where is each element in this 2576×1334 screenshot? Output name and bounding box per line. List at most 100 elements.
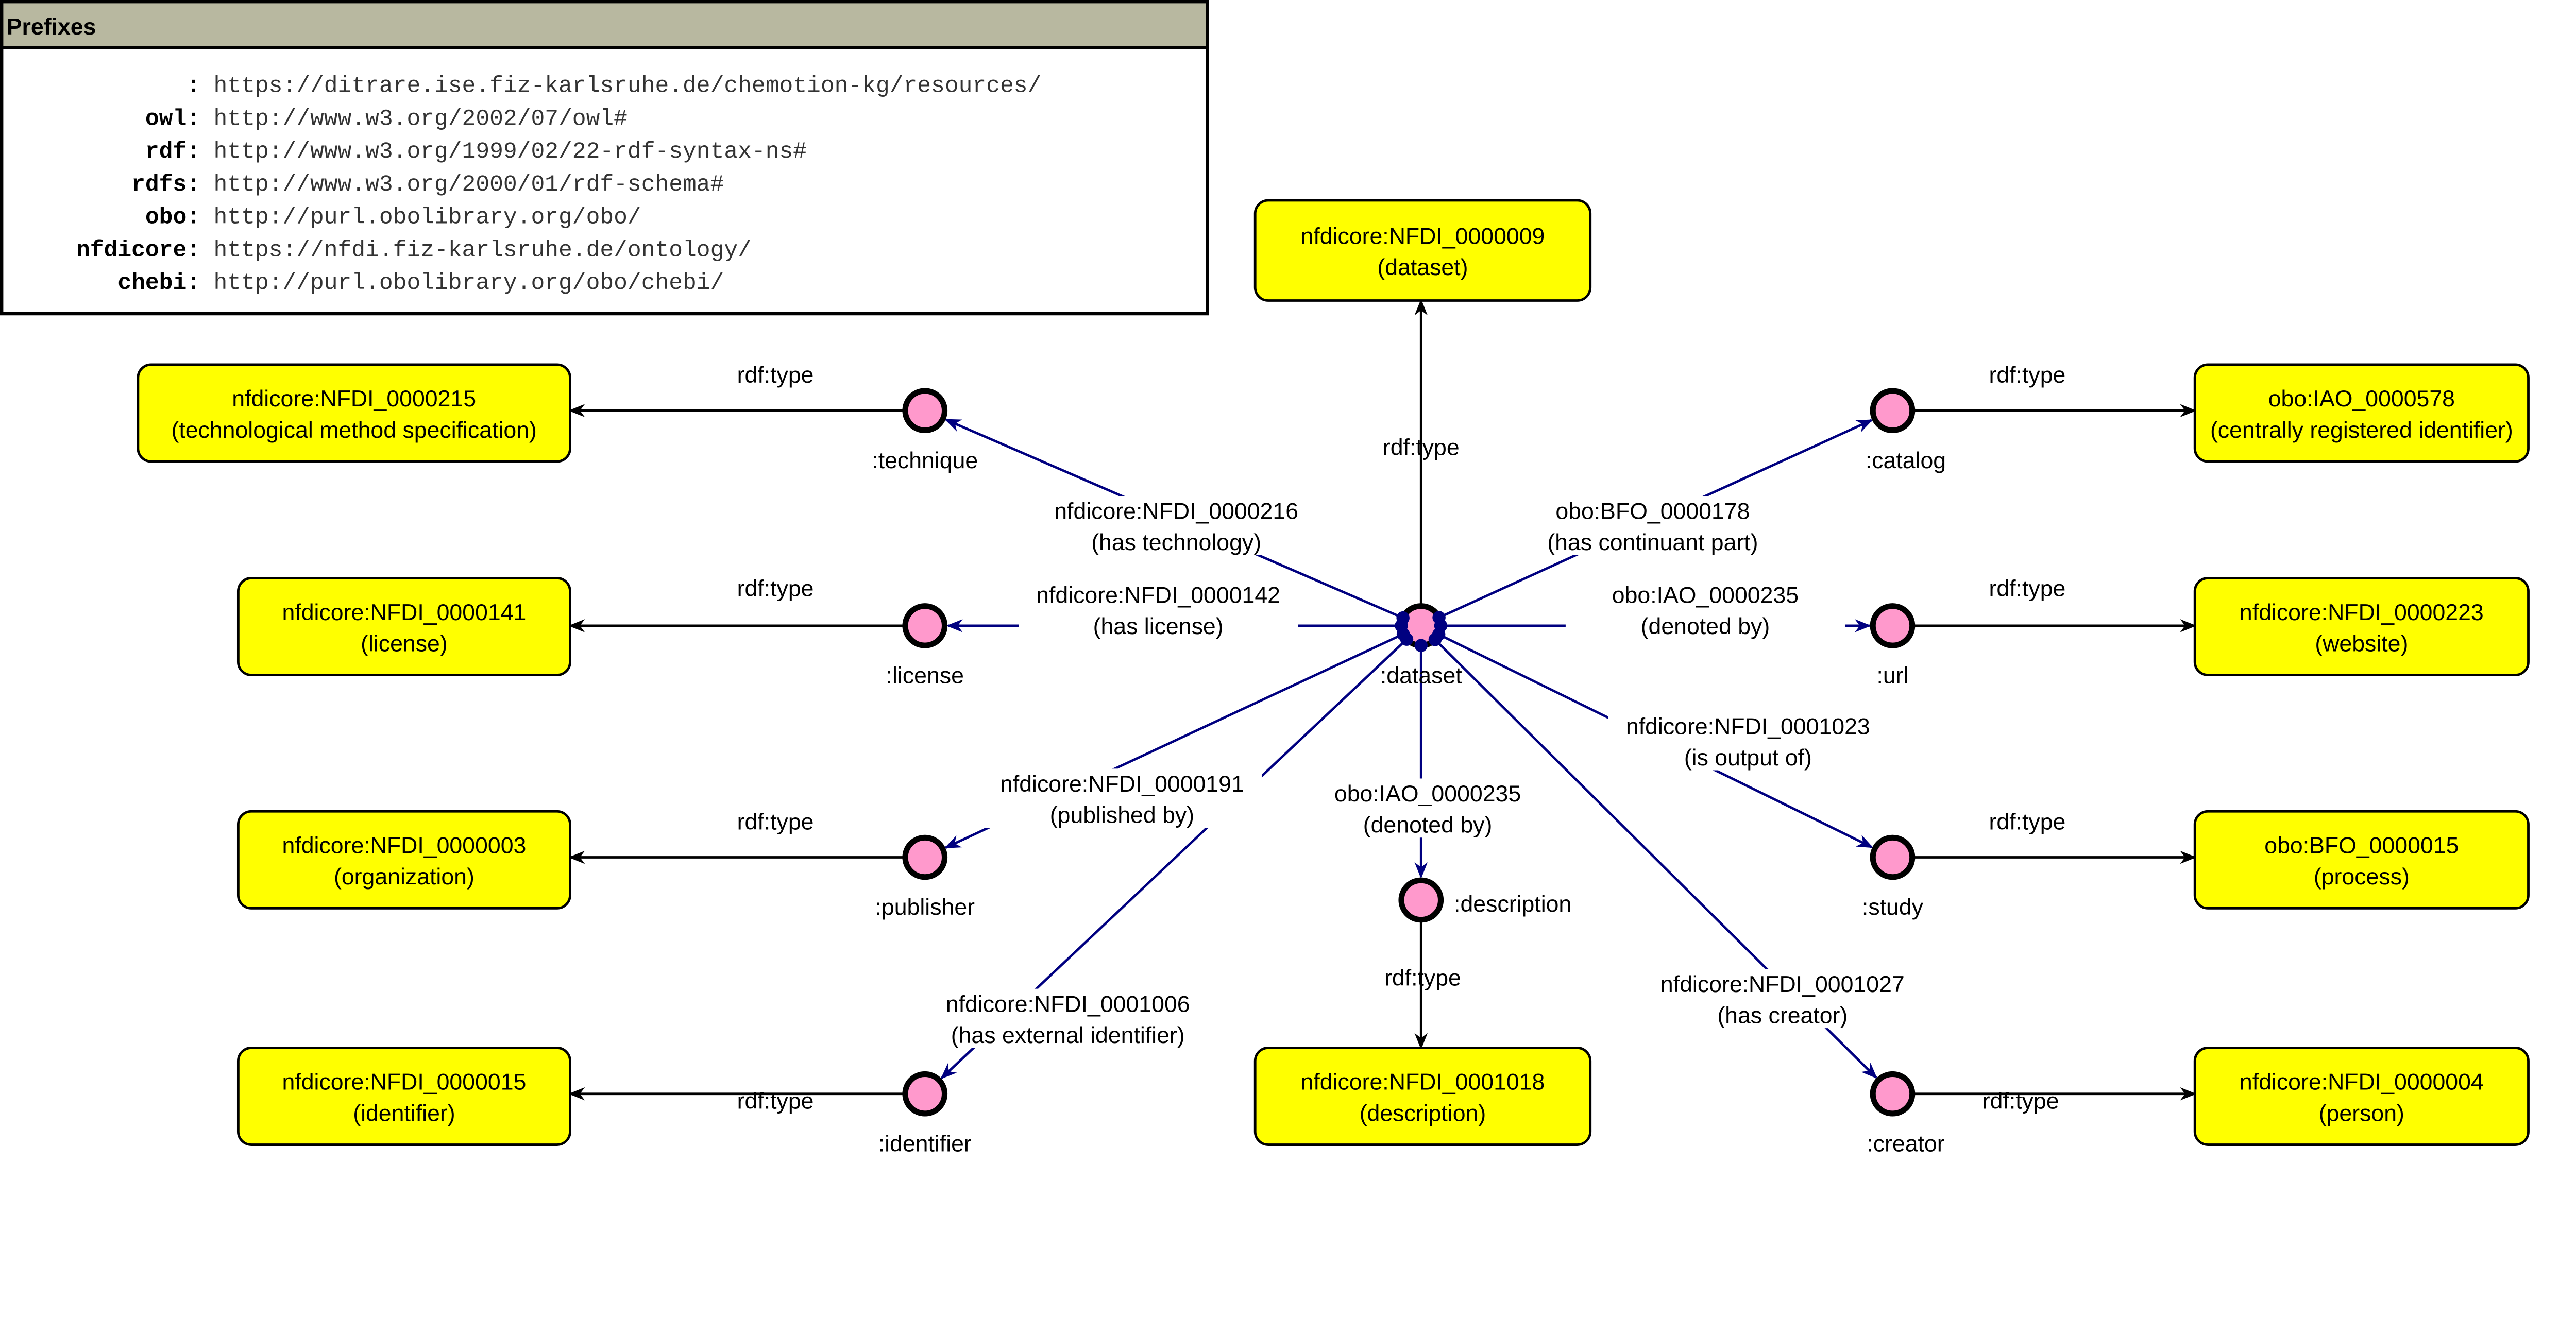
instance-label: :technique [872, 448, 978, 473]
edge-label-bg [1642, 969, 1922, 1029]
class-box[interactable]: nfdicore:NFDI_0000015(identifier) [236, 1047, 571, 1146]
prefix-name: obo: [145, 205, 200, 231]
object-property-name: (has creator) [1717, 1003, 1848, 1029]
instance-node-identifier[interactable] [902, 1071, 948, 1117]
prefix-iri: http://www.w3.org/2002/07/owl# [214, 106, 628, 132]
prefix-iri: http://www.w3.org/1999/02/22-rdf-syntax-… [214, 139, 807, 165]
node-label-bg [1840, 447, 1972, 475]
object-property-id: nfdicore:NFDI_0000142 [1036, 583, 1280, 608]
object-property-id: nfdicore:NFDI_0000216 [1054, 499, 1298, 524]
prefix-iri: http://purl.obolibrary.org/obo/chebi/ [214, 270, 724, 296]
instance-label: :study [1862, 895, 1924, 920]
prefixes-title: Prefixes [7, 14, 96, 40]
object-property-name: (denoted by) [1363, 813, 1493, 838]
object-property-name: (denoted by) [1641, 614, 1770, 639]
class-box[interactable]: nfdicore:NFDI_0001018 (description) [1253, 1047, 1592, 1146]
instance-node-creator[interactable] [1870, 1071, 1916, 1117]
rdf-type-label: rdf:type [1384, 965, 1461, 990]
object-property-name: (has license) [1093, 614, 1224, 639]
class-box[interactable]: nfdicore:NFDI_0000141 (license) [236, 577, 571, 676]
edge-label-bg [1608, 711, 1888, 771]
edge-start-dot [1400, 632, 1414, 646]
node-label-bg [1840, 1130, 1972, 1158]
class-box[interactable]: nfdicore:NFDI_0000004 (person) [2193, 1047, 2530, 1146]
object-property-id: nfdicore:NFDI_0000191 [1000, 772, 1244, 797]
object-property-id: obo:IAO_0000235 [1612, 583, 1799, 608]
edge-label-bg [1037, 496, 1316, 555]
class-id: nfdicore:NFDI_0000009 [1301, 224, 1545, 249]
edge-start-dot [1428, 633, 1442, 646]
prefix-iri: http://www.w3.org/2000/01/rdf-schema# [214, 172, 724, 198]
instance-label: :description [1454, 892, 1571, 917]
class-id: nfdicore:NFDI_0000004 [2240, 1070, 2484, 1095]
edge-label-bg [1565, 579, 1845, 639]
prefix-name: rdf: [145, 139, 200, 165]
class-id: nfdicore:NFDI_0000223 [2240, 600, 2484, 625]
edge-label-bg [1287, 778, 1568, 838]
object-property-id: nfdicore:NFDI_0001006 [946, 991, 1190, 1017]
edge-label-bg [1019, 579, 1298, 639]
instance-label: :url [1876, 663, 1908, 689]
object-property-id: nfdicore:NFDI_0001027 [1660, 972, 1905, 997]
node-label-bg [859, 893, 991, 921]
prefix-name: owl: [145, 106, 200, 132]
prefixes-panel: Prefixes : https://ditrare.ise.fiz-karlsr… [0, 0, 1209, 316]
class-box[interactable]: nfdicore:NFDI_0000009 (dataset) [1253, 199, 1592, 302]
class-box[interactable]: obo:BFO_0000015 (process) [2193, 810, 2530, 910]
prefix-iri: https://ditrare.ise.fiz-karlsruhe.de/che… [214, 74, 1042, 99]
node-label-bg [859, 447, 991, 475]
class-box[interactable]: nfdicore:NFDI_0000215(technological meth… [137, 363, 571, 463]
class-name: (license) [361, 631, 448, 656]
node-label-bg [859, 662, 991, 690]
instance-label: :publisher [875, 895, 975, 920]
class-name: (centrally registered identifier) [2210, 418, 2513, 443]
class-name: (identifier) [353, 1101, 455, 1126]
instance-label: :license [886, 663, 964, 689]
class-id: nfdicore:NFDI_0000215 [232, 386, 476, 412]
prefix-name: nfdicore: [76, 237, 200, 263]
prefix-iri: https://nfdi.fiz-karlsruhe.de/ontology/ [214, 237, 752, 263]
class-box[interactable]: nfdicore:NFDI_0000223 (website) [2193, 577, 2530, 676]
class-id: obo:BFO_0000015 [2264, 833, 2459, 859]
instance-node-publisher[interactable] [902, 834, 948, 880]
instance-node-catalog[interactable] [1870, 388, 1916, 434]
object-property-name: (published by) [1050, 803, 1194, 828]
object-property-name: (is output of) [1684, 745, 1812, 771]
instance-node-technique[interactable] [902, 388, 948, 434]
class-name: (person) [2319, 1101, 2404, 1126]
object-property-id: obo:BFO_0000178 [1555, 499, 1750, 524]
object-property-id: obo:IAO_0000235 [1334, 781, 1521, 807]
class-id: nfdicore:NFDI_0000141 [282, 600, 527, 625]
rdf-type-label: rdf:type [1989, 809, 2066, 834]
edge-label-bg [982, 768, 1262, 828]
edge-start-dot [1414, 639, 1428, 652]
class-box[interactable]: nfdicore:NFDI_0000003(organization) [236, 810, 571, 910]
rdf-type-label: rdf:type [1982, 1088, 2059, 1114]
instance-label: :identifier [878, 1131, 972, 1156]
class-id: nfdicore:NFDI_0001018 [1301, 1070, 1545, 1095]
node-label-bg [1826, 662, 1959, 690]
rdf-type-label: rdf:type [1989, 363, 2066, 388]
class-name: (dataset) [1377, 255, 1468, 280]
class-box[interactable]: obo:IAO_0000578(centrally registered ide… [2193, 363, 2530, 463]
instance-label: :catalog [1866, 448, 1946, 473]
class-name: (description) [1360, 1101, 1486, 1126]
instance-node-license[interactable] [902, 603, 948, 648]
instance-label: :creator [1867, 1131, 1944, 1156]
instance-node-description[interactable] [1398, 877, 1444, 923]
node-label-bg [1454, 890, 1586, 918]
object-property-name: (has technology) [1091, 530, 1261, 555]
class-name: (process) [2314, 864, 2410, 890]
rdf-type-label: rdf:type [1989, 576, 2066, 602]
ontology-diagram: Prefixes : https://ditrare.ise.fiz-karlsr… [0, 0, 2530, 1158]
edge-label-bg [1513, 496, 1792, 555]
prefix-name: : [187, 74, 200, 99]
instance-node-study[interactable] [1870, 834, 1916, 880]
class-name: (website) [2315, 631, 2408, 656]
rdf-type-label: rdf:type [737, 363, 814, 388]
object-property-name: (has continuant part) [1547, 530, 1758, 555]
node-label-bg [1826, 893, 1959, 921]
object-property-id: nfdicore:NFDI_0001023 [1626, 714, 1870, 739]
instance-node-url[interactable] [1870, 603, 1916, 648]
node-label-bg [859, 1130, 991, 1158]
